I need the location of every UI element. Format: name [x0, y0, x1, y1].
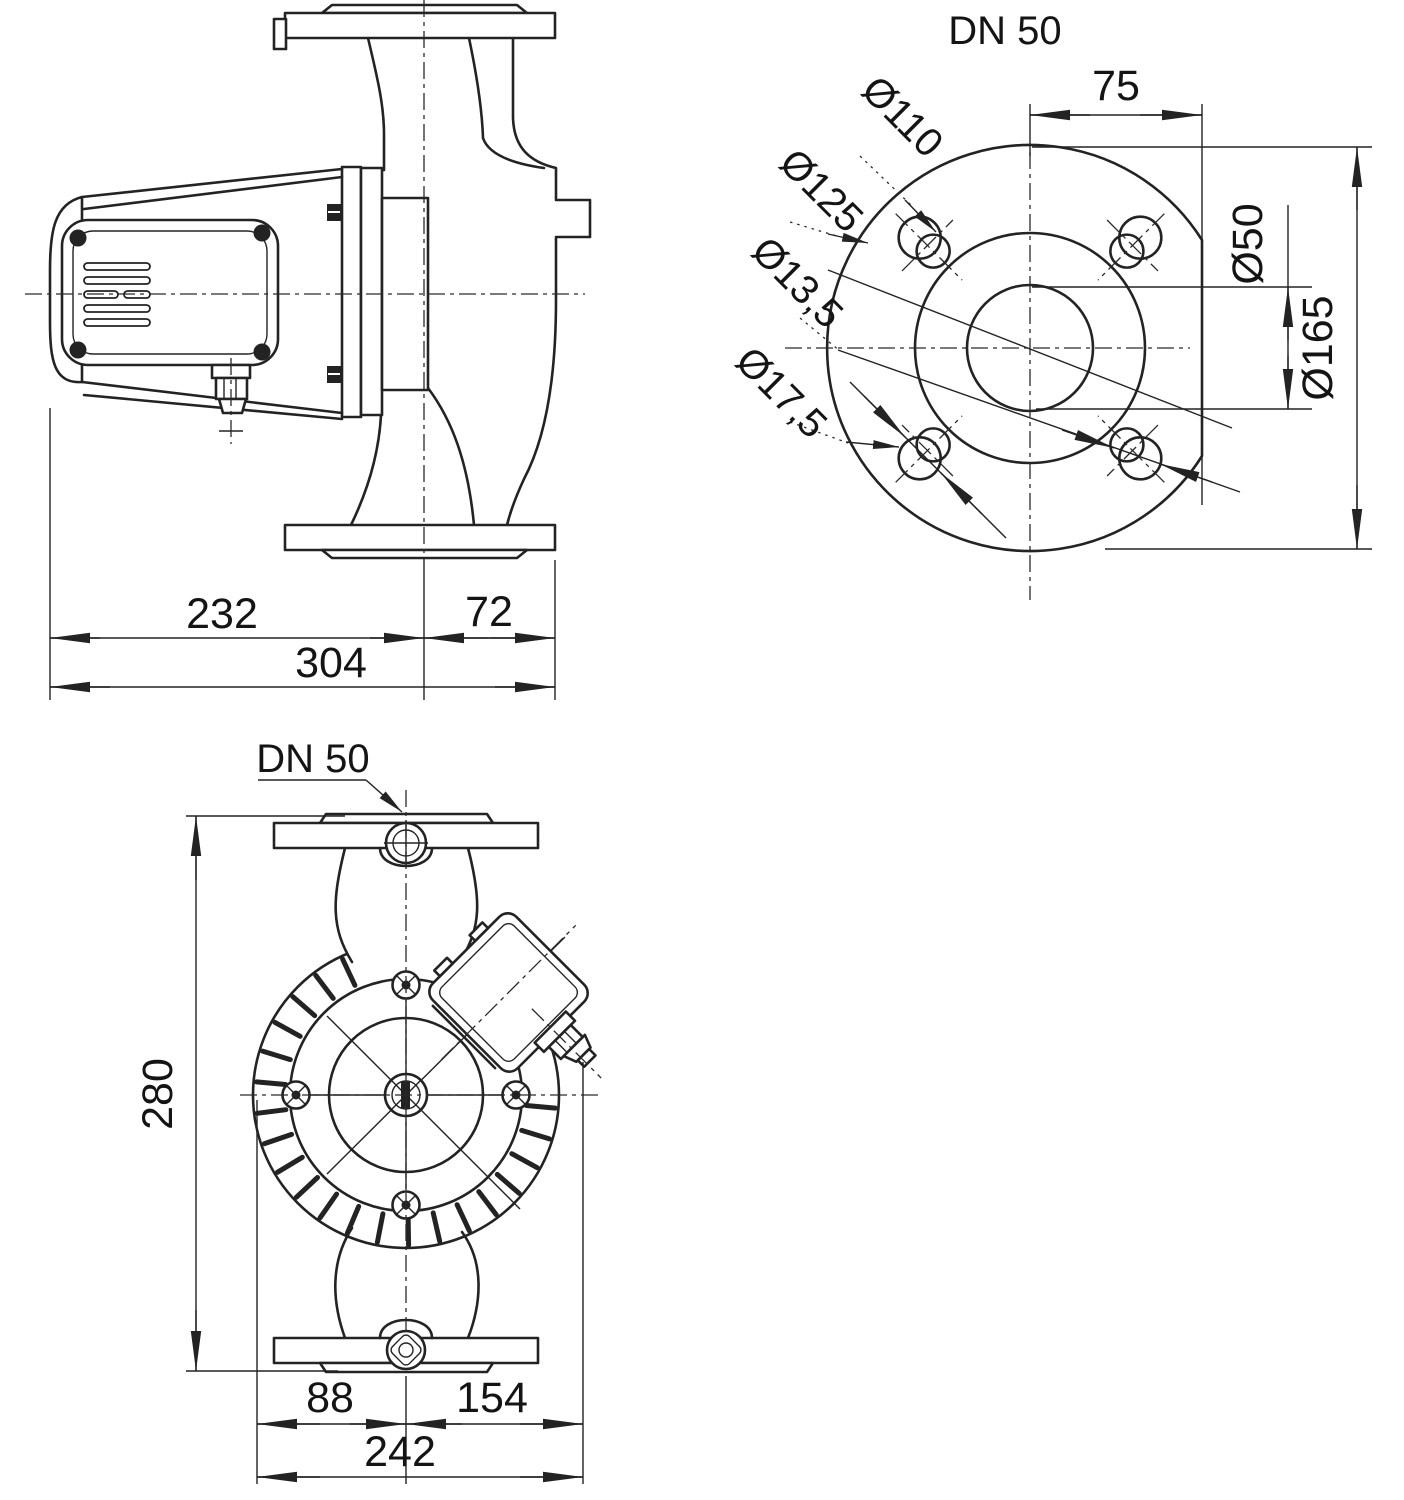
dia-125-label: Ø125	[771, 141, 871, 241]
bottom-flange-lip	[320, 548, 529, 560]
bottom-bolt-nut	[390, 1334, 422, 1366]
terminal-box	[428, 911, 602, 1079]
side-dimensions: 232 72 304	[49, 408, 556, 700]
motor-cable-gland	[210, 358, 252, 444]
pipe-left-top	[366, 36, 386, 172]
pump-inner-curve-top	[467, 36, 546, 170]
bottom-neck-left	[334, 1226, 354, 1340]
bottom-bolt-outer	[385, 1329, 427, 1371]
dia-110-label: Ø110	[853, 68, 951, 166]
dim-154-label: 154	[456, 1374, 528, 1422]
dia-13-5-label: Ø13,5	[743, 229, 851, 337]
dim-72-label: 72	[465, 588, 513, 636]
bottom-bolt-inner	[398, 1342, 414, 1358]
cowl-top-b	[82, 175, 344, 211]
dia-165-label: Ø165	[1294, 295, 1342, 400]
flange-bolt-holes	[895, 213, 1165, 483]
front-dim-280: 280	[134, 815, 345, 1372]
motor-face	[60, 218, 280, 367]
spoke-diag-se	[326, 1015, 521, 1210]
bottom-flange	[283, 523, 557, 552]
cowl-top-a	[80, 167, 344, 199]
dim-242-label: 242	[364, 1428, 436, 1476]
dim-304-label: 304	[295, 639, 367, 687]
flange-dim-75: 75	[1029, 62, 1203, 505]
dim-75-label: 75	[1092, 62, 1140, 110]
motor-face-inner	[72, 230, 268, 355]
front-view: DN 50 280 88 154 2	[134, 737, 602, 1484]
adapter-plate-1	[340, 165, 363, 419]
top-flange	[283, 11, 557, 40]
bottom-neck-right	[460, 1230, 480, 1340]
box-hinge-2	[468, 921, 490, 943]
pump-inner-curve-bottom	[426, 386, 476, 527]
top-neck-fill	[335, 848, 478, 972]
dim-232-label: 232	[186, 590, 258, 638]
top-flange-bolt	[272, 17, 288, 51]
flange-dim-50: Ø50	[1032, 203, 1312, 410]
flange-view-title: DN 50	[948, 9, 1061, 53]
dia-17-5-label: Ø17,5	[727, 339, 835, 447]
flange-dim-165: Ø165	[1032, 146, 1372, 550]
cowl-bottom-a	[80, 380, 344, 415]
pipe-left-bottom	[349, 413, 383, 527]
side-view: 232 72 304	[25, 0, 592, 700]
pump-volute-outline	[505, 36, 592, 527]
dim-88-label: 88	[306, 1374, 354, 1422]
top-neck-left	[334, 846, 354, 964]
flange-outer-contour	[825, 143, 1204, 553]
cowl-bottom-b	[82, 393, 344, 421]
motor-face-screws	[69, 224, 271, 361]
front-dims-bottom: 88 154 242	[256, 1062, 584, 1484]
flange-view: DN 50	[727, 9, 1372, 600]
dia-50-label: Ø50	[1224, 203, 1272, 284]
box-hinge-1	[432, 956, 454, 978]
front-dn50: DN 50	[256, 737, 403, 813]
motor-fins	[254, 956, 558, 1248]
front-dn50-label: DN 50	[256, 737, 369, 781]
adapter-plate-2	[359, 166, 384, 417]
dim-280-label: 280	[134, 1058, 182, 1130]
